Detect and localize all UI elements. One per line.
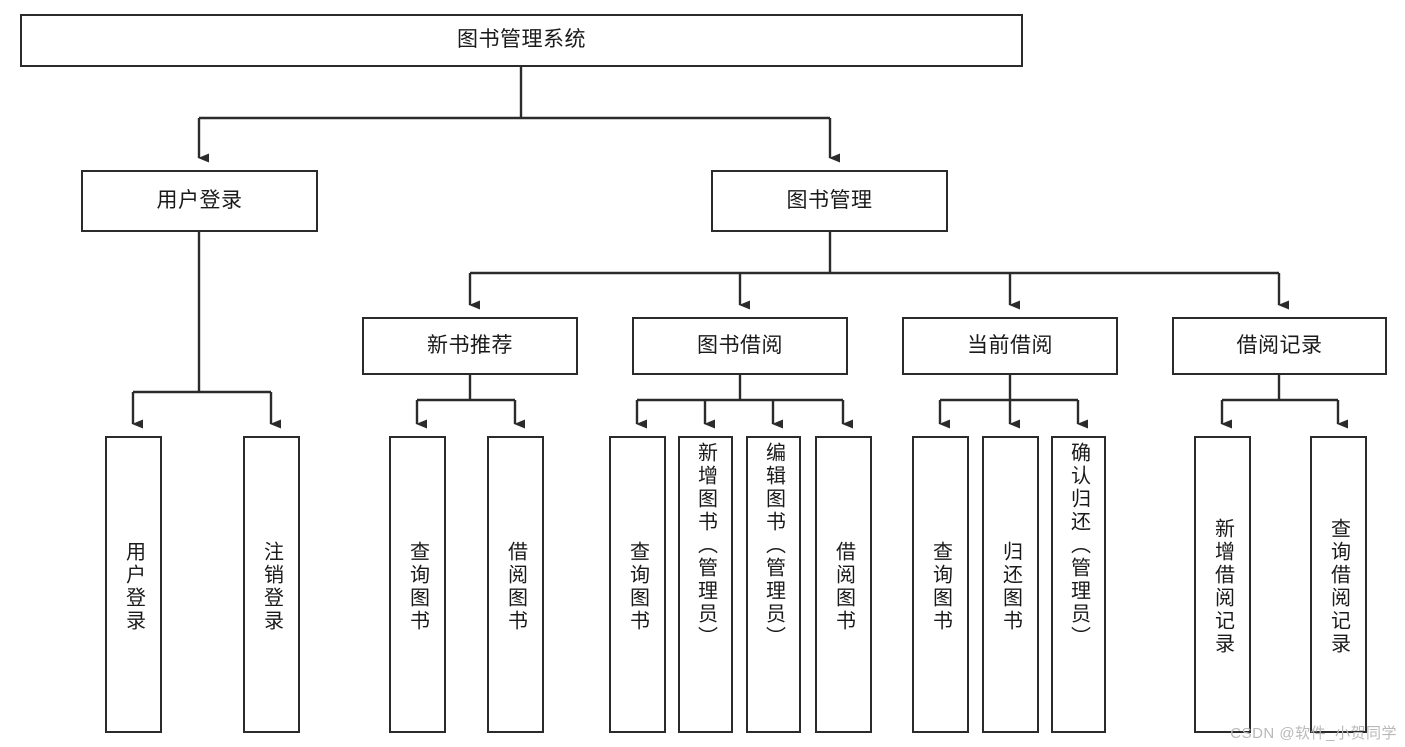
leaf-return-book[interactable]: 归还图书 [982,436,1039,733]
leaf-label: 新增借阅记录 [1211,517,1234,656]
leaf-label: 查询图书 [929,540,952,633]
leaf-logout[interactable]: 注销登录 [243,436,300,733]
node-label: 借阅记录 [1236,333,1323,357]
leaf-label: 借阅图书 [832,540,855,633]
leaf-label: 确认归还（管理员） [1067,442,1090,649]
leaf-query-borrow-record[interactable]: 查询借阅记录 [1310,436,1367,733]
leaf-label: 归还图书 [999,540,1022,633]
node-label: 新书推荐 [427,333,513,357]
leaf-label: 借阅图书 [504,540,527,633]
leaf-query-book-current[interactable]: 查询图书 [912,436,969,733]
node-borrow-record[interactable]: 借阅记录 [1172,317,1387,375]
leaf-label: 编辑图书（管理员） [762,442,785,649]
leaf-add-book-admin[interactable]: 新增图书（管理员） [678,436,733,733]
node-label: 图书管理系统 [457,28,586,52]
leaf-label: 注销登录 [260,540,283,633]
leaf-label: 查询图书 [626,540,649,633]
leaf-label: 新增图书（管理员） [694,442,717,649]
leaf-query-book-recommend[interactable]: 查询图书 [389,436,446,733]
node-new-book-recommend[interactable]: 新书推荐 [362,317,578,375]
leaf-confirm-return-admin[interactable]: 确认归还（管理员） [1051,436,1106,733]
leaf-label: 用户登录 [122,540,145,633]
node-label: 用户登录 [156,188,243,212]
leaf-label: 查询图书 [406,540,429,633]
node-book-borrow[interactable]: 图书借阅 [632,317,848,375]
node-user-login[interactable]: 用户登录 [81,170,318,232]
node-current-borrow[interactable]: 当前借阅 [902,317,1118,375]
leaf-borrow-book-recommend[interactable]: 借阅图书 [487,436,544,733]
node-label: 当前借阅 [967,333,1053,357]
leaf-query-book-borrow[interactable]: 查询图书 [609,436,666,733]
node-book-management[interactable]: 图书管理 [711,170,948,232]
node-label: 图书借阅 [697,333,783,357]
leaf-add-borrow-record[interactable]: 新增借阅记录 [1194,436,1251,733]
leaf-user-login[interactable]: 用户登录 [105,436,162,733]
leaf-label: 查询借阅记录 [1327,517,1350,656]
csdn-watermark: CSDN @软件_小贺同学 [1230,725,1397,742]
leaf-edit-book-admin[interactable]: 编辑图书（管理员） [746,436,801,733]
node-root-system[interactable]: 图书管理系统 [20,14,1023,67]
leaf-borrow-book[interactable]: 借阅图书 [815,436,872,733]
node-label: 图书管理 [786,188,873,212]
